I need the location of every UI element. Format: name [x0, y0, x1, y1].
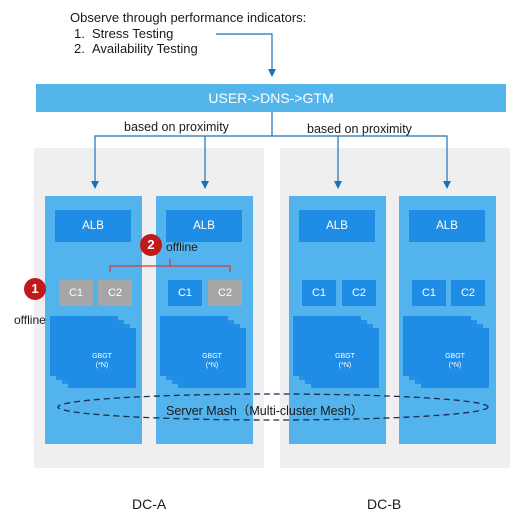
alb-box: ALB — [166, 210, 242, 242]
user-dns-gtm-banner: USER->DNS->GTM — [36, 84, 506, 112]
cluster-c1: C1 — [168, 280, 202, 306]
offline-label-1: offline — [14, 313, 46, 327]
proximity-label-a: based on proximity — [124, 120, 229, 134]
gbgt-stack: GBGT (*N) — [50, 316, 140, 392]
gbgt-label: GBGT — [92, 353, 112, 360]
proximity-arrow-a1 — [91, 135, 272, 189]
gbgt-stack: GBGT (*N) — [293, 316, 383, 392]
offline-label-2: offline — [166, 240, 198, 254]
gbgt-sub: (*N) — [338, 362, 352, 369]
observe-item-number: 1. — [74, 26, 85, 41]
cluster-c2-offline: C2 — [208, 280, 242, 306]
gbgt-label: GBGT — [445, 353, 465, 360]
observe-item-number: 2. — [74, 41, 85, 56]
dc-b-label: DC-B — [367, 496, 402, 512]
cluster-c1: C1 — [302, 280, 336, 306]
gbgt-sub: (*N) — [95, 362, 109, 369]
proximity-label-b: based on proximity — [307, 122, 412, 136]
cluster-c2-offline: C2 — [98, 280, 132, 306]
offline-marker-2: 2 — [140, 234, 162, 256]
offline-bracket — [109, 259, 231, 272]
gbgt-stack: GBGT (*N) — [160, 316, 250, 392]
gbgt-stack: GBGT (*N) — [403, 316, 493, 392]
observe-arrow — [216, 33, 276, 77]
cluster-c1: C1 — [412, 280, 446, 306]
observe-item-stress: 1. Stress Testing — [74, 26, 173, 41]
alb-box: ALB — [409, 210, 485, 242]
observe-item-availability: 2. Availability Testing — [74, 41, 198, 56]
offline-marker-1: 1 — [24, 278, 46, 300]
proximity-arrow-b2 — [272, 135, 451, 189]
cluster-c2: C2 — [342, 280, 376, 306]
cluster-c2: C2 — [451, 280, 485, 306]
observe-item-label: Availability Testing — [92, 41, 198, 56]
service-mesh-label: Server Mash（Multi-cluster Mesh） — [166, 404, 364, 418]
alb-box: ALB — [55, 210, 131, 242]
dc-a-label: DC-A — [132, 496, 167, 512]
cluster-c1-offline: C1 — [59, 280, 93, 306]
observe-item-label: Stress Testing — [92, 26, 174, 41]
gbgt-label: GBGT — [202, 353, 222, 360]
gbgt-sub: (*N) — [448, 362, 462, 369]
gbgt-label: GBGT — [335, 353, 355, 360]
observe-title: Observe through performance indicators: — [70, 10, 307, 25]
gbgt-sub: (*N) — [205, 362, 219, 369]
alb-box: ALB — [299, 210, 375, 242]
service-mesh-ellipse — [57, 393, 489, 421]
